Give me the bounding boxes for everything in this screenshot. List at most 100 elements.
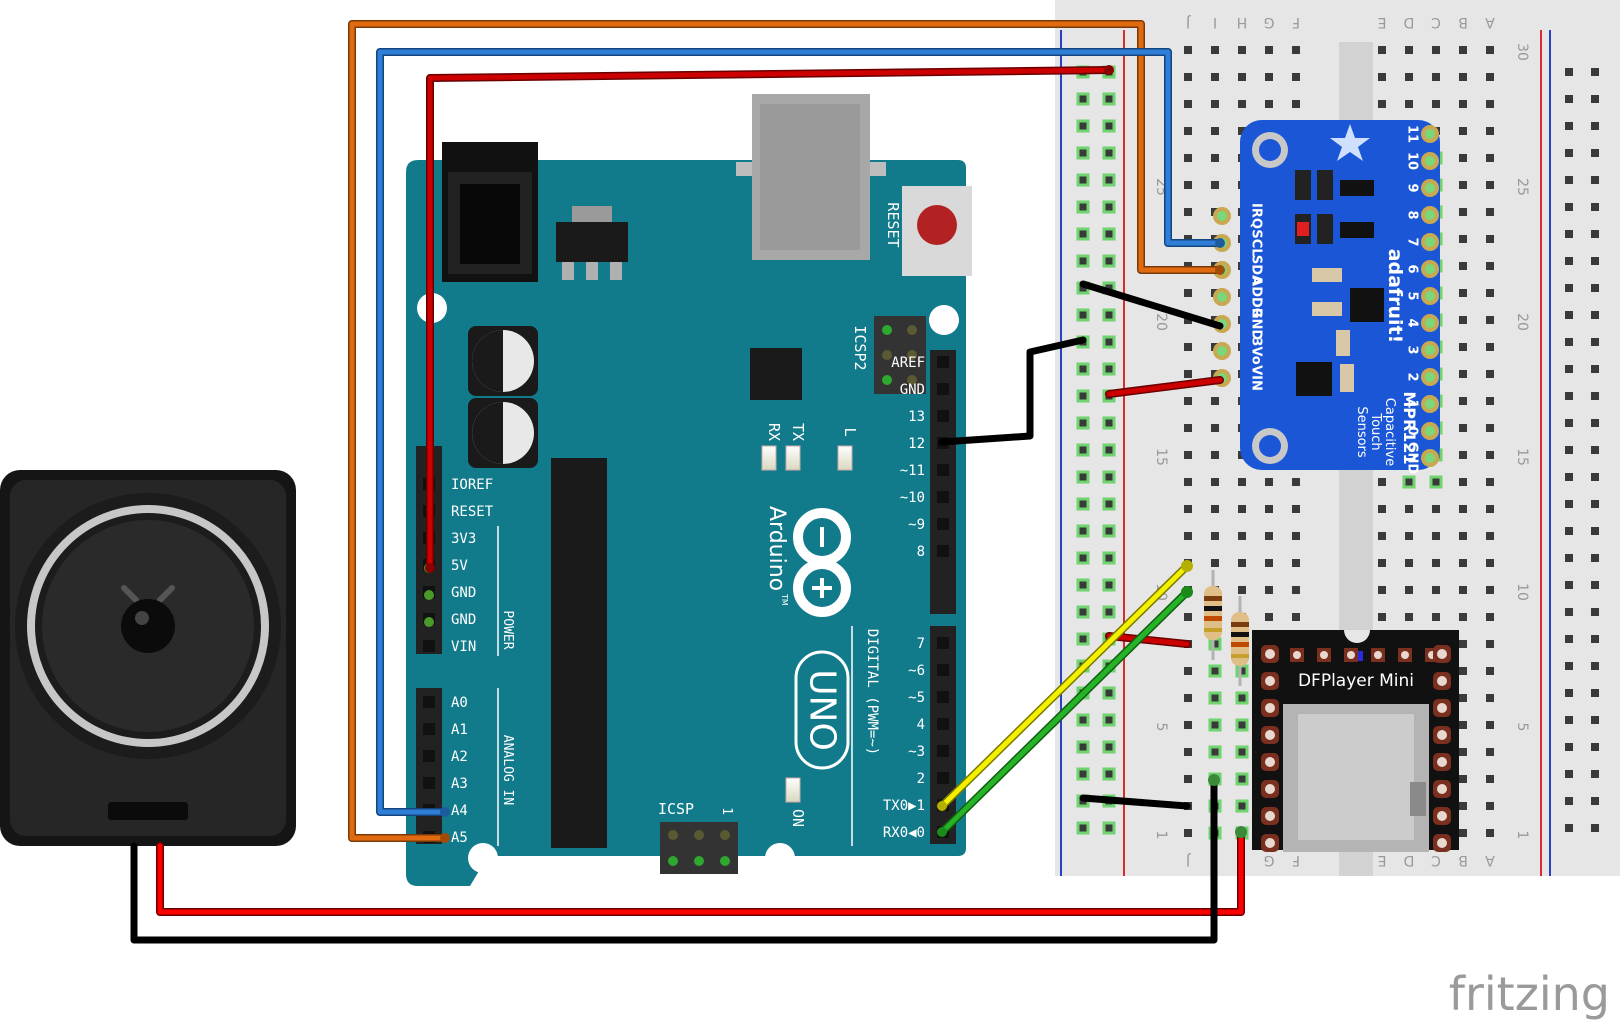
- dfplayer-top-pad-hole: [1320, 651, 1328, 659]
- rail-hole: [1591, 257, 1599, 265]
- row-label-20-left: 20: [1153, 313, 1169, 331]
- dfplayer-side-pad-hole: [1437, 838, 1447, 848]
- icsp-pin: [694, 830, 704, 840]
- mpr121-pad-hole: [1425, 210, 1435, 220]
- breadboard-hole: [1459, 478, 1467, 486]
- mpr121-pin-label: 8: [1405, 210, 1420, 219]
- mpr121-pad-hole: [1425, 264, 1435, 274]
- resistor: [1204, 570, 1222, 660]
- arduino-uno-board: RESET ICSP2: [406, 94, 972, 886]
- breadboard-hole: [1459, 343, 1467, 351]
- breadboard-hole: [1238, 559, 1246, 567]
- column-label-i: I: [1213, 14, 1217, 30]
- digital-header-bottom: [930, 626, 956, 844]
- breadboard-hole: [1378, 46, 1386, 54]
- breadboard-hole: [1405, 100, 1413, 108]
- wire-black-gnd: [938, 336, 1087, 446]
- pin-label: IOREF: [451, 477, 493, 493]
- icsp2-pin: [882, 350, 892, 360]
- capacitor-stripe: [472, 330, 503, 392]
- reset-button-cap[interactable]: [917, 205, 957, 245]
- capacitor-stripe: [472, 402, 503, 464]
- connected-hole: [1102, 254, 1116, 268]
- pin-label: GND: [451, 612, 476, 628]
- mpr121-pad-hole: [1425, 156, 1435, 166]
- rail-hole: [1565, 743, 1573, 751]
- breadboard-hole: [1184, 316, 1192, 324]
- icsp2-pin: [882, 375, 892, 385]
- breadboard-hole: [1459, 451, 1467, 459]
- rail-hole: [1565, 95, 1573, 103]
- pin-label: ~10: [900, 490, 925, 506]
- breadboard-hole: [1432, 46, 1440, 54]
- resistor-band: [1204, 606, 1222, 611]
- mpr121-pin-label: 7: [1405, 237, 1420, 246]
- connected-hole: [1208, 718, 1222, 732]
- row-label-25: 25: [1514, 178, 1530, 196]
- reset-button[interactable]: [902, 186, 972, 276]
- connected-hole: [1208, 664, 1222, 678]
- rail-hole: [1591, 230, 1599, 238]
- smd-capacitor: [1340, 364, 1354, 392]
- breadboard-hole: [1211, 46, 1219, 54]
- usb-b-connector: [736, 94, 886, 260]
- breadboard-hole: [1486, 100, 1494, 108]
- breadboard-hole: [1265, 46, 1273, 54]
- pin-label: ~3: [908, 744, 925, 760]
- rail-hole: [1591, 554, 1599, 562]
- breadboard-hole: [1486, 478, 1494, 486]
- l-led: [837, 445, 853, 471]
- breadboard-hole: [1486, 532, 1494, 540]
- dfplayer-pins: [1261, 645, 1451, 852]
- atmega-microcontroller: [551, 458, 607, 848]
- breadboard-hole: [1486, 235, 1494, 243]
- icsp-pin: [720, 856, 730, 866]
- connected-hole: [1076, 443, 1090, 457]
- rail-hole: [1565, 527, 1573, 535]
- breadboard-hole: [1459, 154, 1467, 162]
- wire-end: [1208, 774, 1220, 786]
- rail-hole: [1591, 419, 1599, 427]
- breadboard-hole: [1211, 532, 1219, 540]
- row-label-20: 20: [1514, 313, 1530, 331]
- column-label-f-bottom: F: [1292, 852, 1300, 868]
- breadboard-hole: [1265, 586, 1273, 594]
- row-label-15: 15: [1514, 448, 1530, 466]
- wire-red-df-vcc: [1106, 633, 1190, 647]
- dc-power-jack: [442, 142, 538, 282]
- logo-plus-h: [812, 586, 832, 590]
- header-pin: [937, 410, 949, 422]
- tx-led: [785, 445, 801, 471]
- connected-hole: [1076, 146, 1090, 160]
- pin-label: 4: [917, 717, 925, 733]
- rail-hole: [1565, 311, 1573, 319]
- mpr121-ic: [1350, 288, 1384, 322]
- pin-label: A2: [451, 749, 468, 765]
- mpr121-smd-components: [1295, 170, 1384, 396]
- analog-header-title: ANALOG IN: [500, 735, 515, 805]
- breadboard-hole: [1184, 667, 1192, 675]
- connected-hole: [1102, 443, 1116, 457]
- breadboard-hole: [1432, 100, 1440, 108]
- smd-capacitor: [1336, 330, 1350, 356]
- header-pin: [423, 750, 435, 762]
- column-label-d: D: [1404, 14, 1415, 30]
- connected-hole: [1076, 578, 1090, 592]
- rail-hole: [1591, 716, 1599, 724]
- breadboard-hole: [1405, 559, 1413, 567]
- rail-hole: [1591, 284, 1599, 292]
- breadboard-hole: [1378, 100, 1386, 108]
- speaker-terminal: [108, 802, 188, 820]
- rx-led: [761, 445, 777, 471]
- breadboard-hole: [1459, 127, 1467, 135]
- wire-end: [440, 807, 450, 817]
- connected-hole: [1102, 146, 1116, 160]
- rail-hole: [1591, 743, 1599, 751]
- header-pin: [423, 723, 435, 735]
- breadboard-hole: [1184, 748, 1192, 756]
- connected-hole: [1102, 578, 1116, 592]
- dfplayer-side-pad-hole: [1437, 649, 1447, 659]
- rail-hole: [1565, 824, 1573, 832]
- wire-end: [425, 563, 435, 573]
- speaker-surround: [27, 505, 269, 747]
